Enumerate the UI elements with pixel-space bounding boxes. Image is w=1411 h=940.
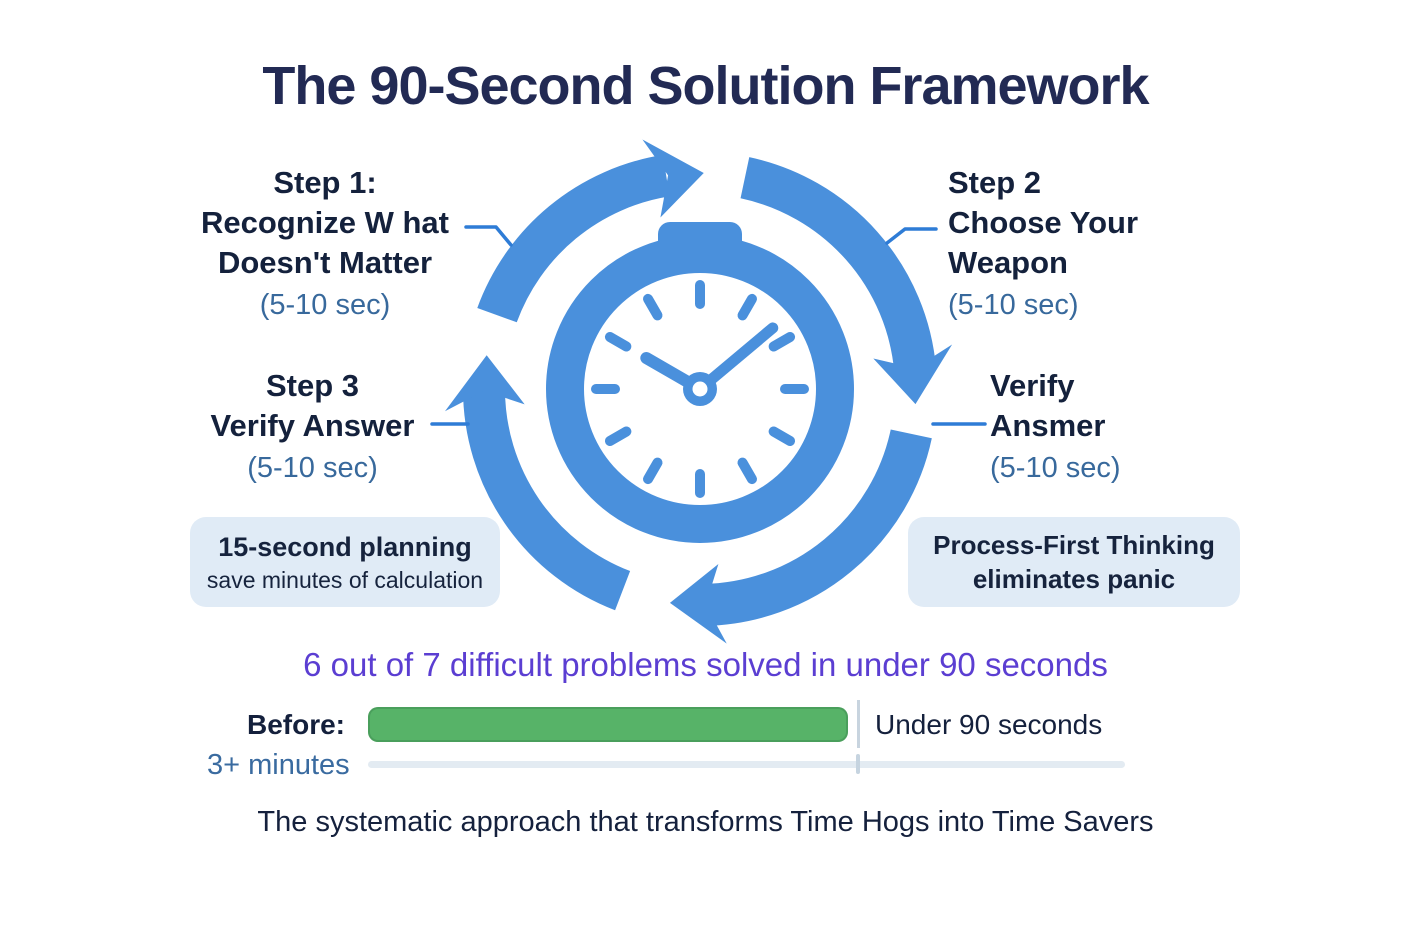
callout-planning: 15-second planning save minutes of calcu…	[190, 517, 500, 607]
step-4-block: Verify Ansmer (5-10 sec)	[990, 366, 1220, 490]
cycle-arc-segment	[703, 429, 932, 626]
clock-tick	[768, 426, 796, 446]
callout-process-line-1: Process-First Thinking	[933, 530, 1215, 560]
clock-tick	[768, 332, 796, 352]
cycle-arrowhead-icon	[642, 139, 704, 218]
callout-process-first: Process-First Thinking eliminates panic	[908, 517, 1240, 607]
hour-hand	[640, 352, 706, 395]
cycle-arc-segment	[477, 154, 670, 323]
before-value-label: 3+ minutes	[207, 749, 350, 781]
step-1-line-2: Recognize W hat	[200, 205, 449, 240]
before-label: Before:	[246, 709, 345, 740]
stopwatch-stem	[682, 242, 718, 278]
cycle-arrowhead-icon	[669, 564, 727, 644]
clock-hub-hole	[692, 381, 708, 397]
clock-hub	[683, 372, 717, 406]
step-1-duration: (5-10 sec)	[259, 289, 391, 321]
after-value-label: Under 90 seconds	[875, 709, 1103, 740]
step-3-line-2: Verify Answer	[210, 408, 415, 443]
timeline-tick	[856, 754, 860, 774]
step-4-duration: (5-10 sec)	[990, 452, 1121, 484]
callout-planning-line-1: 15-second planning	[218, 531, 472, 562]
minute-hand	[694, 322, 779, 395]
clock-tick	[643, 457, 663, 485]
clock-tick	[643, 293, 663, 321]
clock-tick	[604, 332, 632, 352]
callout-process-line-2: eliminates panic	[972, 564, 1176, 594]
step-1-block: Step 1: Recognize W hat Doesn't Matter (…	[160, 163, 490, 327]
step-2-line-1: Step 2	[948, 165, 1042, 200]
cycle-arc-segment	[740, 157, 937, 373]
step-2-line-2: Choose Your	[948, 205, 1139, 240]
progress-bar-green	[368, 707, 848, 742]
step-3-block: Step 3 Verify Answer (5-10 sec)	[160, 366, 465, 490]
callout-planning-line-2: save minutes of calculation	[206, 566, 484, 593]
bar-divider	[857, 700, 860, 748]
clock-tick	[737, 293, 757, 321]
timeline-track	[368, 761, 1125, 768]
step-2-block: Step 2 Choose Your Weapon (5-10 sec)	[948, 163, 1238, 327]
footer-text: The systematic approach that transforms …	[257, 806, 1154, 838]
step-2-line-3: Weapon	[948, 245, 1068, 280]
clock-tick	[604, 426, 632, 446]
cycle-arrowhead-icon	[873, 344, 953, 405]
step-1-line-3: Doesn't Matter	[217, 245, 433, 280]
stopwatch-crown	[658, 222, 742, 256]
step-3-duration: (5-10 sec)	[247, 452, 378, 484]
highlight-stat-text: 6 out of 7 difficult problems solved in …	[303, 646, 1108, 683]
step-2-duration: (5-10 sec)	[948, 289, 1079, 321]
step-1-line-1: Step 1:	[273, 165, 377, 200]
clock-tick	[737, 457, 757, 485]
step-3-line-1: Step 3	[265, 368, 360, 403]
cycle-arc-segment	[463, 388, 631, 611]
step-4-line-1: Verify	[990, 368, 1075, 403]
page-title: The 90-Second Solution Framework	[262, 56, 1149, 116]
connector-line	[885, 227, 938, 245]
stopwatch-face	[546, 235, 854, 543]
step-4-line-2: Ansmer	[990, 408, 1106, 443]
